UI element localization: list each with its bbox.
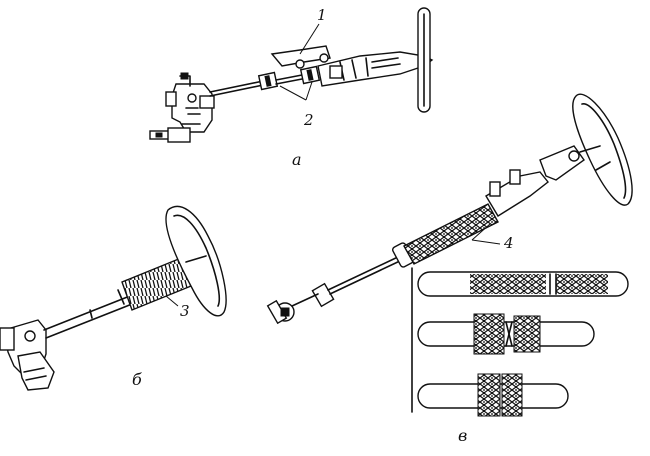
panel-b-steering-column <box>0 205 227 391</box>
callout-3: 3 <box>180 302 190 320</box>
tube-variant-1 <box>417 271 629 297</box>
panel-v-tube-variants <box>411 267 629 417</box>
panel-v-lower-joint <box>266 282 335 325</box>
callout-2: 2 <box>304 111 314 129</box>
panel-a-steering-gear <box>149 72 215 143</box>
panel-a-steering-wheel <box>417 7 431 113</box>
callout-4: 4 <box>504 234 514 252</box>
panel-label-v: в <box>458 426 468 445</box>
panel-a-universal-joints <box>257 65 321 91</box>
panel-a-mounting-bracket <box>270 45 331 69</box>
panel-b-steering-wheel <box>165 205 227 317</box>
panel-a-steering-column <box>149 7 434 143</box>
tube-variant-3 <box>417 373 569 417</box>
panel-label-b: б <box>132 370 142 389</box>
panel-b-steering-gear <box>0 319 55 391</box>
panel-label-a: а <box>292 150 302 169</box>
panel-v-steering-wheel <box>572 93 633 206</box>
panel-a-column-housing <box>317 51 434 87</box>
panel-v-steering-column <box>266 93 633 325</box>
panel-v-column-housing <box>485 145 585 217</box>
tube-variant-2 <box>417 313 595 355</box>
panel-v-mesh-energy-absorber <box>403 203 499 265</box>
callout-1: 1 <box>317 6 327 24</box>
